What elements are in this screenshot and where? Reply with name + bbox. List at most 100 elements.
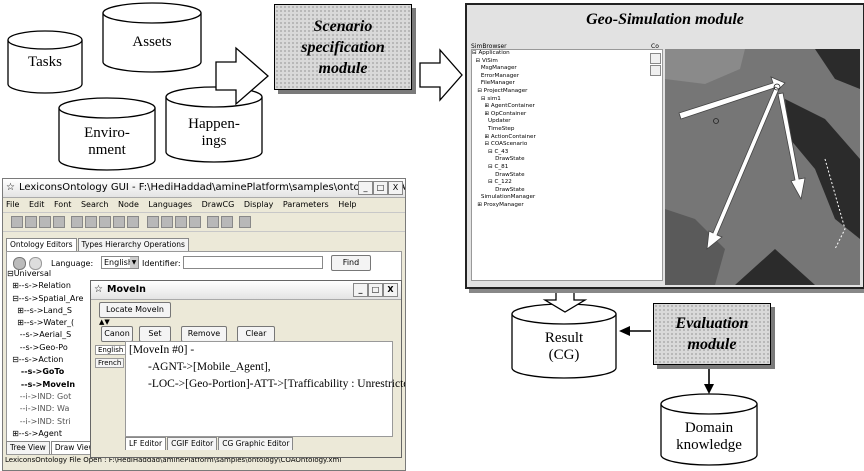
move-icon[interactable] xyxy=(113,216,125,228)
paste-icon[interactable] xyxy=(99,216,111,228)
tree-node[interactable]: ⊟ ProjectManager xyxy=(472,87,528,94)
tree-node[interactable]: ⊟ COAScenario xyxy=(472,141,528,148)
tree-node[interactable]: ⊟ sim1 xyxy=(472,95,501,102)
menu-parameters[interactable]: Parameters xyxy=(282,200,329,209)
sim-browser-tree[interactable]: ⊟ Application ⊟ ViSim MsgManager ErrorMa… xyxy=(471,49,663,281)
tab-cg-graphic-editor[interactable]: CG Graphic Editor xyxy=(218,437,294,450)
window-titlebar[interactable]: ☆ LexiconsOntology GUI - F:\HediHaddad\a… xyxy=(3,179,405,198)
open-folder-icon[interactable] xyxy=(25,216,37,228)
maximize-button[interactable]: □ xyxy=(368,283,383,297)
menu-search[interactable]: Search xyxy=(80,200,109,209)
tree-node[interactable]: --s->MoveIn xyxy=(7,379,76,389)
tab-ontology-editors[interactable]: Ontology Editors xyxy=(6,238,77,251)
cg-text-editor[interactable]: [MoveIn #0] - -AGNT->[Mobile_Agent], -LO… xyxy=(125,341,405,437)
tree-node[interactable]: ⊟ ViSim xyxy=(472,57,498,64)
domain-knowledge-cylinder xyxy=(660,393,758,466)
close-button[interactable]: X xyxy=(383,283,398,297)
find-prev-icon[interactable] xyxy=(175,216,187,228)
menu-node[interactable]: Node xyxy=(117,200,139,209)
clear-button[interactable]: Clear xyxy=(237,326,275,342)
minimize-button[interactable]: _ xyxy=(353,283,368,297)
menu-drawcg[interactable]: DrawCG xyxy=(201,200,235,209)
menu-font[interactable]: Font xyxy=(53,200,72,209)
terrain-map[interactable] xyxy=(665,49,860,285)
remove-button[interactable]: Remove xyxy=(181,326,227,342)
tree-node[interactable]: ⊞--s->Relation xyxy=(7,281,71,291)
menu-help[interactable]: Help xyxy=(338,200,357,209)
tree-node[interactable]: ⊟--s->Spatial_Are xyxy=(7,293,84,303)
lang-tab-french[interactable]: French xyxy=(95,358,125,368)
cg-line: [MoveIn #0] - xyxy=(129,344,195,356)
cg-line: -AGNT->[Mobile_Agent], xyxy=(148,361,271,373)
find-button[interactable]: Find xyxy=(331,255,371,271)
tree-node[interactable]: FileManager xyxy=(472,80,515,87)
tab-cgif-editor[interactable]: CGIF Editor xyxy=(167,437,218,450)
tree-node[interactable]: --s->Aerial_S xyxy=(7,330,72,340)
tree-node[interactable]: ⊟ C_43 xyxy=(472,148,509,155)
ontology-tree[interactable]: ⊟Universal ⊞--s->Relation ⊟--s->Spatial_… xyxy=(7,268,103,440)
locate-button[interactable]: Locate MoveIn xyxy=(99,302,171,318)
tree-node[interactable]: ⊞ AgentContainer xyxy=(472,103,535,110)
menu-languages[interactable]: Languages xyxy=(148,200,193,209)
back-icon[interactable] xyxy=(13,257,26,270)
sort-icon[interactable] xyxy=(650,65,661,76)
close-button[interactable]: X xyxy=(388,181,403,195)
identifier-input[interactable] xyxy=(183,256,323,269)
properties-icon[interactable] xyxy=(650,53,661,64)
tree-node[interactable]: ErrorManager xyxy=(472,72,520,79)
set-button[interactable]: Set xyxy=(139,326,171,342)
tree-node[interactable]: ⊞--s->Agent xyxy=(7,428,62,438)
tree-node[interactable]: SimulationManager xyxy=(472,194,536,201)
menu-file[interactable]: File xyxy=(6,200,20,209)
tree-node[interactable]: ⊟--s->Action xyxy=(7,355,64,365)
tree-node[interactable]: MsgManager xyxy=(472,65,517,72)
tree-node[interactable]: ⊞--s->Water_( xyxy=(7,318,75,328)
tree-node[interactable]: ⊞ ProxyManager xyxy=(472,201,524,208)
tab-tree-view[interactable]: Tree View xyxy=(6,441,50,454)
tree-node[interactable]: ⊟ Application xyxy=(472,50,510,56)
tree-node[interactable]: DrawState xyxy=(472,171,525,178)
forward-icon[interactable] xyxy=(29,257,42,270)
tree-node[interactable]: --s->GoTo xyxy=(7,367,65,377)
find-next-icon[interactable] xyxy=(161,216,173,228)
tree-node[interactable]: ⊟ C_122 xyxy=(472,179,512,186)
save-icon[interactable] xyxy=(39,216,51,228)
movein-titlebar[interactable]: ☆ MoveIn _ □ X xyxy=(91,281,401,300)
tree-node[interactable]: ⊟ C_81 xyxy=(472,163,509,170)
result-cylinder xyxy=(511,303,617,379)
tree-node[interactable]: ⊞ OpContainer xyxy=(472,110,527,117)
tree-node[interactable]: TimeStep xyxy=(472,125,515,132)
book-icon[interactable] xyxy=(239,216,251,228)
graphic-icon[interactable] xyxy=(221,216,233,228)
tree-node[interactable]: ⊟Universal xyxy=(7,269,52,278)
tree-node[interactable]: ⊞ ActionContainer xyxy=(472,133,536,140)
result-label: Result(CG) xyxy=(544,330,584,363)
tab-lf-editor[interactable]: LF Editor xyxy=(125,437,167,450)
language-select[interactable]: English▼ xyxy=(101,256,139,269)
tree-node[interactable]: --i->IND: Wa xyxy=(7,404,70,414)
tree-node[interactable]: Updater xyxy=(472,118,511,125)
cg-icon[interactable] xyxy=(207,216,219,228)
tree-node[interactable]: DrawState xyxy=(472,156,525,163)
menu-edit[interactable]: Edit xyxy=(28,200,45,209)
find-icon[interactable] xyxy=(147,216,159,228)
splitter-arrows-icon[interactable]: ▲▼ xyxy=(99,318,110,326)
tree-node[interactable]: --i->IND: Got xyxy=(7,391,72,401)
tree-node[interactable]: DrawState xyxy=(472,186,525,193)
find-all-icon[interactable] xyxy=(189,216,201,228)
tree-node[interactable]: --s->Geo-Po xyxy=(7,342,68,352)
move-down-icon[interactable] xyxy=(127,216,139,228)
tree-node[interactable]: ⊞--s->Land_S xyxy=(7,305,72,315)
cut-icon[interactable] xyxy=(71,216,83,228)
save-as-icon[interactable] xyxy=(53,216,65,228)
menu-display[interactable]: Display xyxy=(243,200,274,209)
new-file-icon[interactable] xyxy=(11,216,23,228)
lang-tab-english[interactable]: English xyxy=(95,345,127,355)
maximize-button[interactable]: □ xyxy=(373,181,388,195)
tab-types-hierarchy[interactable]: Types Hierarchy Operations xyxy=(77,238,189,251)
canon-button[interactable]: Canon xyxy=(101,326,133,342)
tree-node[interactable]: --i->IND: Stri xyxy=(7,416,71,426)
minimize-button[interactable]: _ xyxy=(358,181,373,195)
copy-icon[interactable] xyxy=(85,216,97,228)
